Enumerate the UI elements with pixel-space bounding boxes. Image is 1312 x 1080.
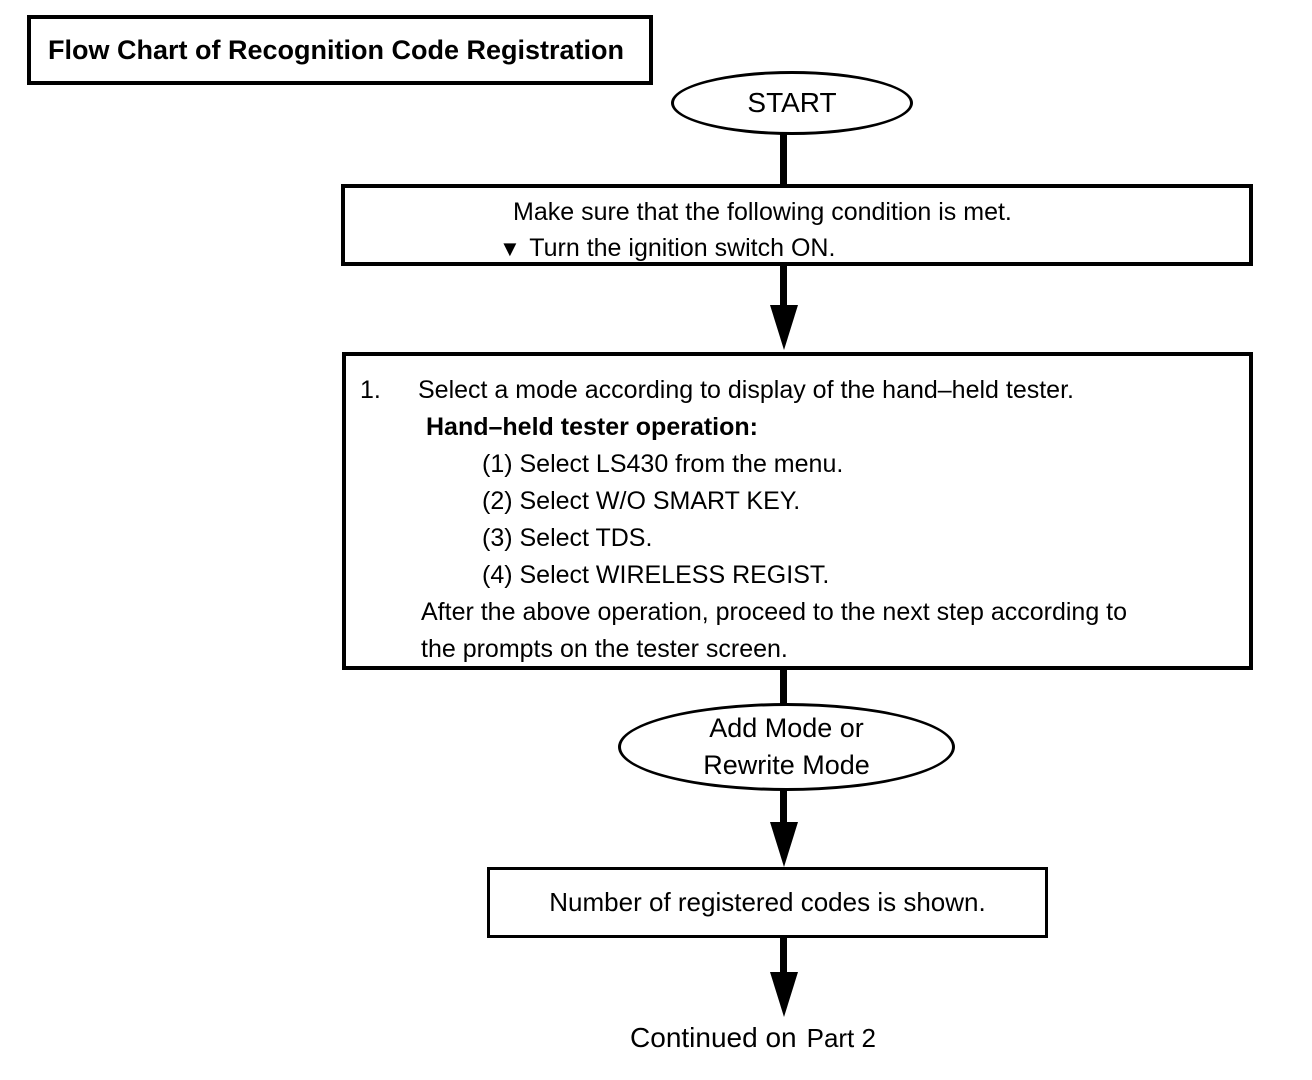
connector-mode-to-result (780, 789, 787, 825)
result-label: Number of registered codes is shown. (549, 887, 986, 917)
connector-result-to-continuation (780, 936, 787, 974)
mode-label-line-2: Rewrite Mode (703, 750, 870, 780)
step-item-2: (2) Select W/O SMART KEY. (482, 487, 801, 515)
result-box: Number of registered codes is shown. (487, 867, 1048, 938)
arrow-down-icon (770, 822, 798, 867)
continuation-target: Part 2 (806, 1023, 876, 1053)
connector-condition-to-step (780, 264, 787, 308)
continuation-label: Continued on Part 2 (630, 1022, 876, 1054)
arrow-down-icon (770, 972, 798, 1017)
step-line-1-text: Select a mode according to display of th… (418, 376, 1074, 404)
start-label: START (747, 87, 837, 118)
mode-label-line-1: Add Mode or (709, 713, 864, 743)
step-item-1: (1) Select LS430 from the menu. (482, 450, 844, 478)
step-item-3: (3) Select TDS. (482, 524, 653, 552)
step-number: 1. (360, 376, 381, 404)
condition-line-2-text: Turn the ignition switch ON. (529, 234, 836, 262)
down-triangle-icon: ▼ (499, 236, 523, 261)
page-title: Flow Chart of Recognition Code Registrat… (48, 34, 624, 65)
flowchart-title-box: Flow Chart of Recognition Code Registrat… (27, 15, 653, 85)
condition-box: Make sure that the following condition i… (341, 184, 1253, 266)
continuation-prefix: Continued on (630, 1022, 797, 1053)
step-heading: Hand–held tester operation: (426, 413, 758, 441)
step-line-1: 1. Select a mode according to display of … (346, 372, 1249, 409)
start-node: START (671, 71, 913, 135)
step-item-4: (4) Select WIRELESS REGIST. (482, 561, 830, 589)
connector-step-to-mode (780, 668, 787, 706)
step-footer-line-2: the prompts on the tester screen. (421, 635, 788, 663)
step-footer-line-1: After the above operation, proceed to th… (421, 598, 1128, 626)
mode-node: Add Mode or Rewrite Mode (618, 703, 955, 791)
condition-line-2: ▼ Turn the ignition switch ON. (499, 230, 1249, 267)
arrow-down-icon (770, 305, 798, 350)
step-box: 1. Select a mode according to display of … (342, 352, 1253, 670)
condition-line-1: Make sure that the following condition i… (513, 198, 1012, 226)
connector-start-to-condition (780, 133, 787, 185)
